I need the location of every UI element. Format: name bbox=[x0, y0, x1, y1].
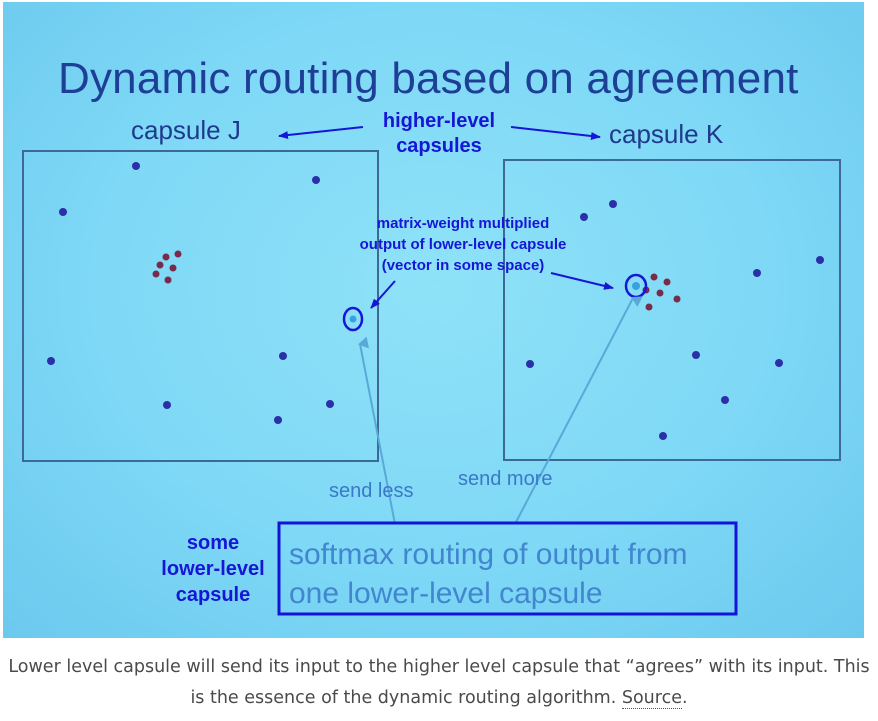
send-less-label: send less bbox=[329, 480, 414, 502]
highlighted-vector-j bbox=[342, 306, 364, 332]
capsule-j-dots bbox=[47, 162, 334, 424]
softmax-routing-text: softmax routing of output from one lower… bbox=[289, 538, 688, 610]
capsule-j-cluster bbox=[152, 250, 182, 284]
send-more-label: send more bbox=[458, 468, 553, 490]
capsule-j-label: capsule J bbox=[131, 115, 241, 145]
send-less-arrow bbox=[358, 336, 396, 525]
arrow-to-capsule-j bbox=[278, 126, 364, 140]
highlighted-vector-k bbox=[624, 273, 648, 299]
arrow-to-capsule-k bbox=[510, 126, 601, 140]
source-link[interactable]: Source bbox=[621, 688, 682, 709]
slide-image: Dynamic routing based on agreement capsu… bbox=[3, 2, 864, 638]
capsule-k-box bbox=[503, 159, 841, 461]
caption-end: . bbox=[681, 688, 688, 708]
matrix-weight-annotation: matrix-weight multiplied output of lower… bbox=[359, 215, 567, 274]
capsule-k-label: capsule K bbox=[609, 119, 724, 149]
send-more-arrow bbox=[514, 296, 643, 525]
capsule-k-dots bbox=[526, 200, 824, 440]
softmax-box bbox=[277, 521, 738, 616]
lower-level-capsule-label: some lower-level capsule bbox=[161, 532, 265, 606]
figure-caption: Lower level capsule will send its input … bbox=[0, 652, 878, 714]
caption-text: Lower level capsule will send its input … bbox=[8, 657, 870, 708]
capsule-k-cluster bbox=[642, 273, 681, 311]
capsule-j-box bbox=[22, 150, 379, 462]
slide-graphics bbox=[22, 126, 841, 616]
arrow-to-vector-j bbox=[370, 280, 396, 309]
slide-title: Dynamic routing based on agreement bbox=[58, 54, 799, 103]
higher-level-capsules-label: higher-level capsules bbox=[382, 110, 496, 157]
arrow-to-vector-k bbox=[550, 272, 614, 290]
